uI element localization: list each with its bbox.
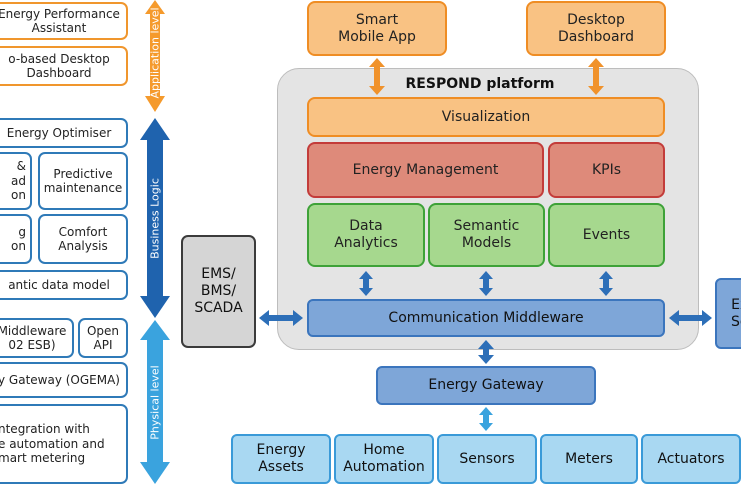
meters-box: Meters [540, 434, 638, 484]
open-api-label: Open API [86, 323, 120, 352]
desktop-dashboard-box: Desktop Dashboard [526, 1, 666, 56]
ems-bms-scada-box: EMS/ BMS/ SCADA [181, 235, 256, 348]
events-label: Events [582, 226, 631, 243]
middleware-label: Middleware 02 ESB) [0, 323, 67, 352]
ems-middleware-arrow [259, 310, 303, 326]
dashboard-visualization-arrow [588, 58, 604, 95]
predictive-maintenance-box: Predictive maintenance [38, 152, 128, 210]
predictive-maintenance-label: Predictive maintenance [43, 166, 123, 195]
events-box: Events [548, 203, 665, 267]
home-automation-box: Home Automation [334, 434, 434, 484]
middleware-gateway-arrow [478, 340, 494, 364]
sensors-label: Sensors [459, 450, 515, 467]
ems-bms-scada-label: EMS/ BMS/ SCADA [194, 266, 243, 316]
integration-box: ntegration with e automation and mart me… [0, 404, 128, 484]
actuators-label: Actuators [657, 450, 725, 467]
data-analytics-label: Data Analytics [334, 218, 398, 251]
communication-middleware-box: Communication Middleware [307, 299, 665, 337]
semantic-models-label: Semantic Models [453, 218, 520, 251]
comfort-analysis-label: Comfort Analysis [58, 224, 108, 253]
visualization-box: Visualization [307, 97, 665, 137]
home-automation-label: Home Automation [343, 442, 425, 475]
application-level-label: Application level [148, 7, 162, 99]
analytics-middleware-arrow [359, 271, 373, 296]
communication-middleware-label: Communication Middleware [388, 309, 584, 326]
web-dashboard-box: o-based Desktop Dashboard [0, 46, 128, 86]
events-middleware-arrow [599, 271, 613, 296]
external-services-label: Ex Se [731, 296, 741, 330]
external-services-box: Ex Se [715, 278, 741, 349]
physical-level-label: Physical level [148, 365, 162, 440]
middleware-box: Middleware 02 ESB) [0, 318, 74, 358]
web-dashboard-label: o-based Desktop Dashboard [8, 51, 110, 80]
gateway-ogema-label: y Gateway (OGEMA) [0, 372, 120, 387]
energy-assets-label: Energy Assets [256, 442, 306, 475]
energy-gateway-box: Energy Gateway [376, 366, 596, 405]
physical-level-arrow [140, 320, 170, 484]
energy-gateway-label: Energy Gateway [428, 377, 544, 394]
energy-assets-box: Energy Assets [231, 434, 331, 484]
g-box: g on [0, 214, 32, 264]
g-box-label: g on [11, 224, 26, 253]
sensors-box: Sensors [437, 434, 537, 484]
energy-management-box: Energy Management [307, 142, 544, 198]
kpis-label: KPIs [591, 161, 622, 178]
actuators-box: Actuators [641, 434, 741, 484]
energy-optimiser-label: Energy Optimiser [6, 125, 112, 140]
desktop-dashboard-label: Desktop Dashboard [558, 11, 634, 45]
smart-mobile-app-box: Smart Mobile App [307, 1, 447, 56]
semantic-models-box: Semantic Models [428, 203, 545, 267]
application-level-arrow [145, 0, 165, 112]
gateway-devices-arrow [479, 407, 493, 431]
open-api-box: Open API [78, 318, 128, 358]
integration-label: ntegration with e automation and mart me… [0, 422, 105, 466]
load-box-label: & ad on [11, 159, 26, 203]
platform-title: RESPOND platform [405, 76, 555, 92]
semantic-data-model-label: antic data model [8, 277, 110, 292]
data-analytics-box: Data Analytics [307, 203, 425, 267]
business-logic-label: Business Logic [148, 178, 162, 259]
kpis-box: KPIs [548, 142, 665, 198]
middleware-external-arrow [669, 310, 712, 326]
semantic-data-model-box: antic data model [0, 270, 128, 300]
mobile-visualization-arrow [369, 58, 385, 95]
gateway-ogema-box: y Gateway (OGEMA) [0, 362, 128, 398]
energy-performance-assistant-box: Energy Performance Assistant [0, 2, 128, 40]
business-logic-arrow [140, 118, 170, 318]
semantic-middleware-arrow [479, 271, 493, 296]
comfort-analysis-box: Comfort Analysis [38, 214, 128, 264]
energy-optimiser-box: Energy Optimiser [0, 118, 128, 148]
energy-management-label: Energy Management [352, 161, 499, 178]
energy-performance-assistant-label: Energy Performance Assistant [0, 6, 120, 35]
visualization-label: Visualization [441, 108, 531, 125]
load-box: & ad on [0, 152, 32, 210]
smart-mobile-app-label: Smart Mobile App [338, 11, 416, 45]
meters-label: Meters [565, 450, 613, 467]
